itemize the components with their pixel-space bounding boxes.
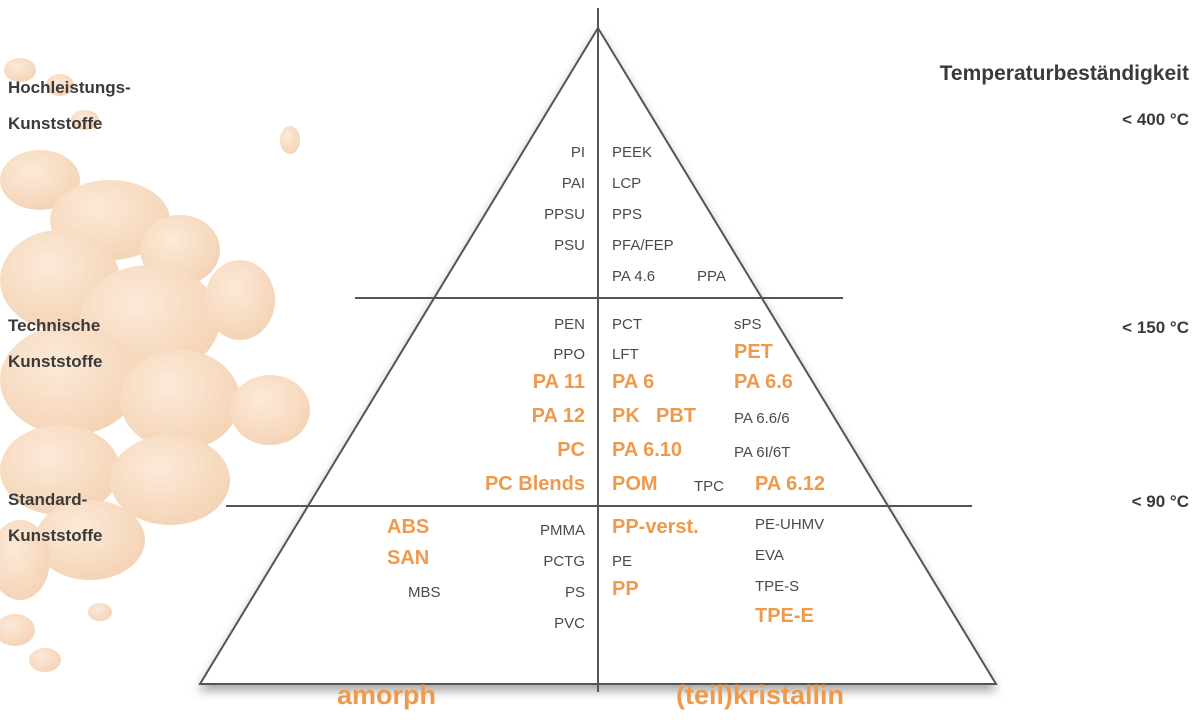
material-crystalline-highlight: POM <box>612 473 658 495</box>
category-line2: Kunststoffe <box>8 114 103 133</box>
material-crystalline: PA 6.6/6 <box>734 410 790 427</box>
material-crystalline: TPC <box>694 478 724 495</box>
material-amorph-highlight: ABS <box>387 516 430 538</box>
material-amorph: PSU <box>554 237 585 254</box>
material-crystalline-highlight: TPE-E <box>755 605 814 627</box>
plastic-pellets-image <box>0 58 310 672</box>
material-amorph-highlight: SAN <box>387 547 430 569</box>
temperature-resistance-title: Temperaturbeständigkeit <box>939 62 1189 85</box>
material-amorph: PS <box>564 584 585 601</box>
temp-high-performance: < 400 °C <box>1122 110 1189 129</box>
material-amorph: PVC <box>554 615 585 632</box>
material-crystalline: EVA <box>755 547 784 564</box>
material-crystalline: PA 6I/6T <box>734 444 791 461</box>
material-amorph: PEN <box>554 316 585 333</box>
material-crystalline: PE-UHMV <box>755 516 825 533</box>
material-crystalline-highlight: PA 6.6 <box>734 371 793 393</box>
material-crystalline-highlight: PP <box>612 578 639 600</box>
material-amorph: PPSU <box>544 206 585 223</box>
category-line1: Standard- <box>8 490 88 509</box>
material-crystalline: PEEK <box>612 144 653 161</box>
material-crystalline: LFT <box>612 346 639 363</box>
material-crystalline: PE <box>612 553 633 570</box>
material-crystalline-highlight: PA 6 <box>612 371 655 393</box>
material-crystalline: PA 4.6 <box>612 268 656 285</box>
material-crystalline-highlight: PA 6.10 <box>612 439 683 461</box>
material-crystalline-highlight: PP-verst. <box>612 516 699 538</box>
material-crystalline: LCP <box>612 175 642 192</box>
material-crystalline: PFA/FEP <box>612 237 674 254</box>
material-crystalline: PPS <box>612 206 643 223</box>
temp-standard: < 90 °C <box>1131 492 1189 511</box>
material-amorph: PAI <box>561 175 585 192</box>
category-standard: Standard- Kunststoffe <box>8 482 102 554</box>
category-line1: Hochleistungs- <box>8 78 131 97</box>
material-amorph: PMMA <box>540 522 585 539</box>
category-line2: Kunststoffe <box>8 526 103 545</box>
material-crystalline: sPS <box>734 316 762 333</box>
material-crystalline-highlight: PA 6.12 <box>755 473 826 495</box>
material-crystalline-highlight: PET <box>734 341 773 363</box>
temp-technical: < 150 °C <box>1122 318 1189 337</box>
material-amorph-highlight: PA 11 <box>532 371 585 393</box>
material-crystalline: TPE-S <box>755 578 800 595</box>
material-amorph-highlight: PC Blends <box>484 473 585 495</box>
material-crystalline-highlight: PK <box>612 405 640 427</box>
category-line2: Kunststoffe <box>8 352 103 371</box>
category-line1: Technische <box>8 316 101 335</box>
material-amorph: PCTG <box>543 553 585 570</box>
material-crystalline: PCT <box>612 316 642 333</box>
material-amorph-highlight: PA 12 <box>531 405 585 427</box>
category-technical: Technische Kunststoffe <box>8 308 102 380</box>
material-amorph-highlight: PC <box>557 439 585 461</box>
material-crystalline-highlight: PBT <box>656 405 696 427</box>
material-crystalline: PPA <box>697 268 726 285</box>
category-high-performance: Hochleistungs- Kunststoffe <box>8 70 131 142</box>
crystalline-label: (teil)kristallin <box>676 680 845 710</box>
material-amorph: PPO <box>553 346 585 363</box>
material-amorph: MBS <box>408 584 441 601</box>
material-amorph: PI <box>570 144 585 161</box>
amorph-label: amorph <box>337 680 437 710</box>
